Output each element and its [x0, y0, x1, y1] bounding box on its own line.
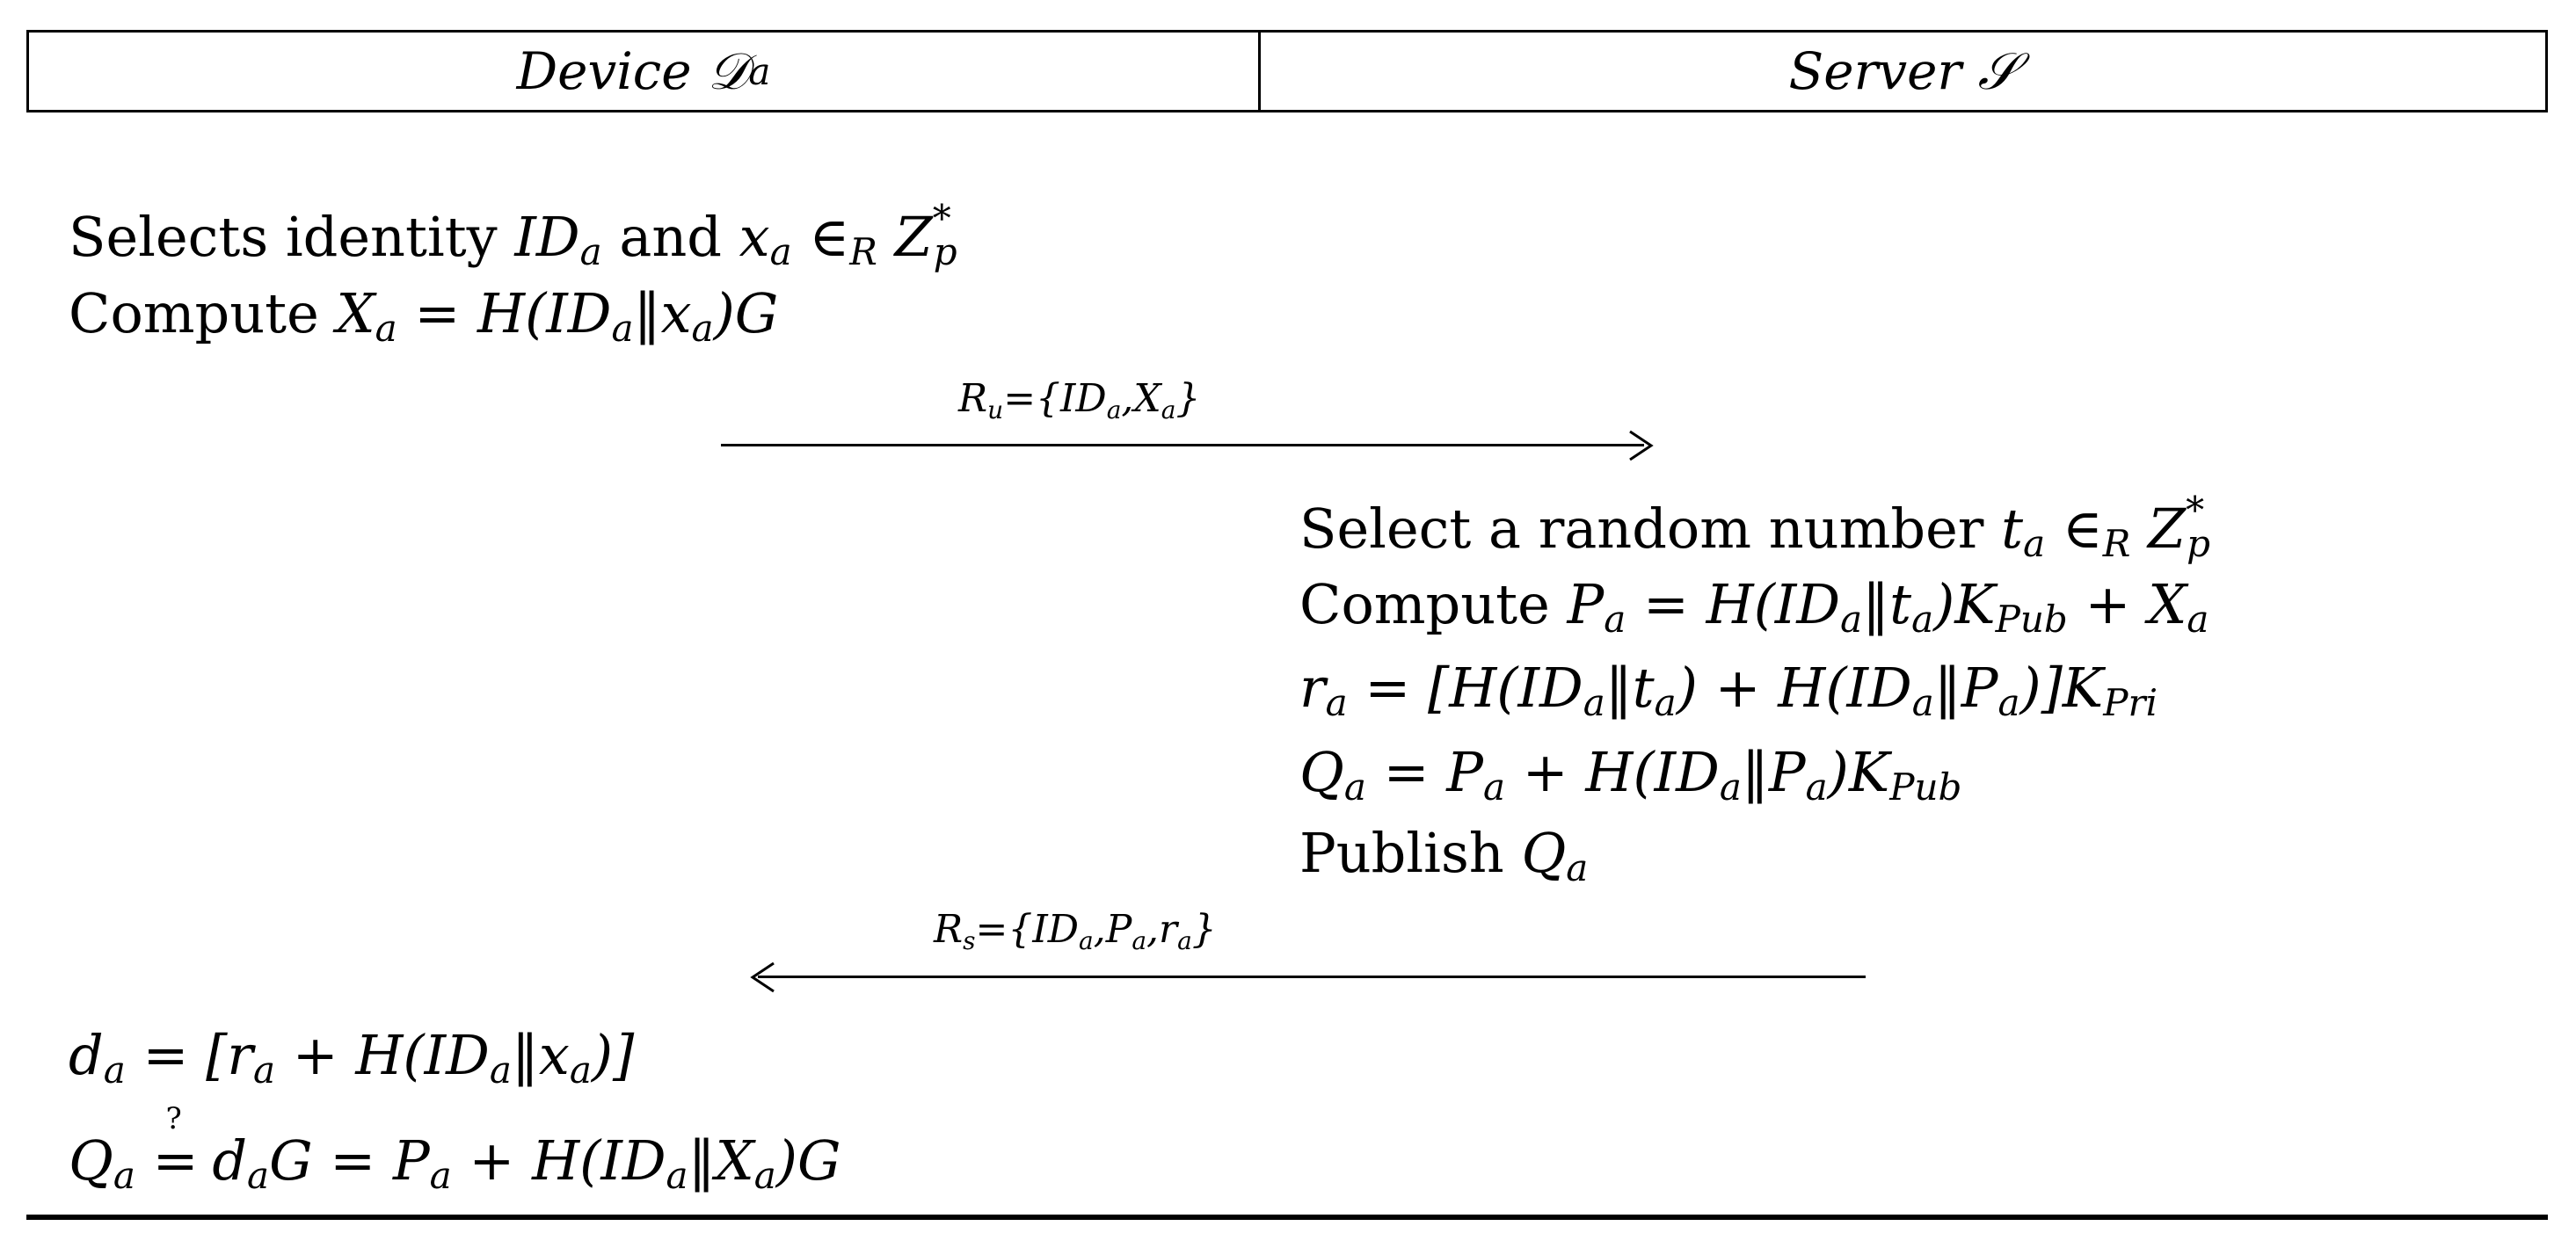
message-ru-label: Ru={IDa,Xa} [958, 376, 1201, 424]
question-equals-symbol: ?= [152, 1101, 199, 1193]
message-ru-arrow-line [721, 444, 1644, 446]
server-column-header: Server 𝒮 [1261, 33, 2545, 110]
server-step-compute-r: ra = [H(IDa‖ta) + H(IDa‖Pa)]KPri [1299, 656, 2158, 724]
device-step-select-identity: Selects identity IDa and xa ∈R Z*p [69, 197, 957, 273]
device-step-verify-Q: Qa ?= daG = Pa + H(IDa‖Xa)G [69, 1101, 841, 1197]
server-step-compute-Q: Qa = Pa + H(IDa‖Pa)KPub [1299, 740, 1962, 809]
bottom-rule [26, 1215, 2548, 1220]
device-step-compute-X: Compute Xa = H(IDa‖xa)G [69, 281, 779, 350]
message-rs-label: Rs={IDa,Pa,ra} [934, 907, 1217, 955]
server-step-publish: Publish Qa [1299, 821, 1589, 889]
server-step-compute-P: Compute Pa = H(IDa‖ta)KPub + Xa [1299, 572, 2209, 641]
arrow-right-head-icon [1629, 430, 1654, 461]
device-label-subscript: a [748, 49, 771, 93]
server-step-select-random: Select a random number ta ∈R Z*p [1299, 489, 2211, 565]
server-label: Server 𝒮 [1788, 40, 2018, 101]
device-label: Device 𝒟 [516, 40, 749, 101]
arrow-left-head-icon [750, 961, 775, 993]
message-rs-arrow-line [758, 976, 1866, 978]
device-step-compute-d: da = [ra + H(IDa‖xa)] [69, 1023, 635, 1092]
